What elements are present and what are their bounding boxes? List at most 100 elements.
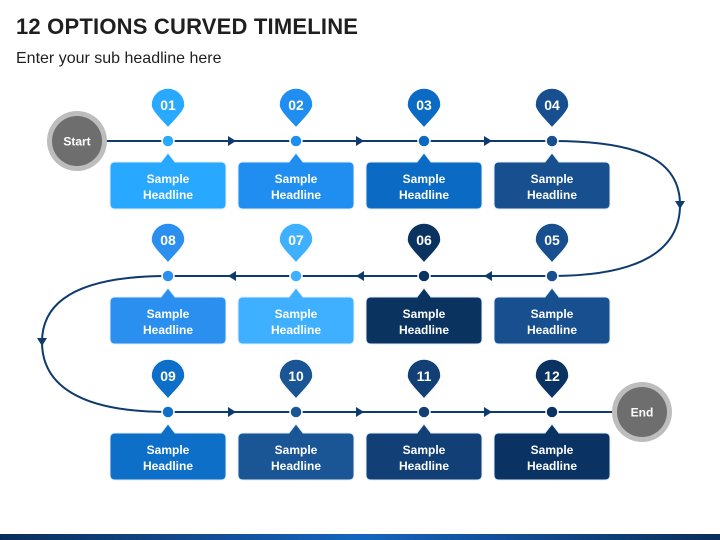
step-node-dot xyxy=(161,405,175,419)
step-number: 05 xyxy=(544,232,560,248)
step-headline-line2: Headline xyxy=(143,323,193,337)
step-pin-marker xyxy=(278,222,314,265)
step-pin-marker xyxy=(406,222,442,265)
step-headline-line2: Headline xyxy=(399,459,449,473)
step-number: 11 xyxy=(417,368,432,384)
step-headline-box xyxy=(237,423,355,481)
page-title: 12 OPTIONS CURVED TIMELINE xyxy=(16,14,359,39)
step-number: 06 xyxy=(416,232,432,248)
step-headline-line2: Headline xyxy=(271,323,321,337)
step-node-dot xyxy=(545,134,559,148)
step-pin-marker xyxy=(150,87,186,130)
step-node-dot xyxy=(289,134,303,148)
step-pin-marker xyxy=(534,222,570,265)
step-headline-line2: Headline xyxy=(399,323,449,337)
page-subtitle: Enter your sub headline here xyxy=(16,50,222,67)
step-headline-box xyxy=(493,287,611,345)
step-node-dot xyxy=(417,405,431,419)
step-number: 03 xyxy=(416,97,432,113)
step-pin-marker xyxy=(534,358,570,401)
step-headline-line1: Sample xyxy=(275,172,318,186)
step-pin-marker xyxy=(278,87,314,130)
end-cap[interactable]: End xyxy=(612,382,672,442)
path-arrow-icon xyxy=(228,407,236,417)
step-headline-line1: Sample xyxy=(403,443,446,457)
step-headline-line2: Headline xyxy=(143,188,193,202)
path-arrow-icon xyxy=(484,407,492,417)
step-pin-marker xyxy=(406,87,442,130)
step-headline-line1: Sample xyxy=(531,172,574,186)
step-number: 09 xyxy=(160,368,176,384)
step-pin-marker xyxy=(406,358,442,401)
step-headline-line2: Headline xyxy=(271,188,321,202)
start-cap-fill xyxy=(52,116,102,166)
path-arrow-icon xyxy=(484,271,492,281)
path-arrow-icon xyxy=(675,201,685,209)
step-headline-line2: Headline xyxy=(143,459,193,473)
timeline-steps: 01SampleHeadline02SampleHeadline03Sample… xyxy=(109,87,611,481)
step-headline-line1: Sample xyxy=(147,307,190,321)
step-headline-box xyxy=(493,423,611,481)
step-headline-box xyxy=(365,287,483,345)
step-headline-box xyxy=(109,152,227,210)
step-headline-box xyxy=(365,152,483,210)
step-node-dot xyxy=(417,134,431,148)
bottom-accent-bar xyxy=(0,534,720,540)
step-number: 01 xyxy=(160,97,176,113)
step-pin-marker xyxy=(150,222,186,265)
step-headline-line1: Sample xyxy=(147,172,190,186)
step-headline-line1: Sample xyxy=(147,443,190,457)
step-headline-line1: Sample xyxy=(275,443,318,457)
path-arrow-icon xyxy=(356,136,364,146)
step-headline-box xyxy=(493,152,611,210)
step-headline-line2: Headline xyxy=(527,459,577,473)
step-node-dot xyxy=(289,405,303,419)
step-node-dot xyxy=(417,269,431,283)
step-headline-line2: Headline xyxy=(527,323,577,337)
step-pin-marker xyxy=(534,87,570,130)
step-headline-box xyxy=(237,287,355,345)
path-arrow-icon xyxy=(228,136,236,146)
step-node-dot xyxy=(289,269,303,283)
step-node-dot xyxy=(545,269,559,283)
step-number: 07 xyxy=(288,232,304,248)
step-number: 08 xyxy=(160,232,176,248)
step-pin-marker xyxy=(150,358,186,401)
step-headline-line2: Headline xyxy=(527,188,577,202)
path-arrow-icon xyxy=(228,271,236,281)
path-arrow-icon xyxy=(37,338,47,346)
step-headline-line1: Sample xyxy=(403,307,446,321)
step-headline-box xyxy=(365,423,483,481)
path-arrow-icon xyxy=(484,136,492,146)
step-node-dot xyxy=(161,134,175,148)
step-headline-box xyxy=(237,152,355,210)
step-headline-box xyxy=(109,287,227,345)
path-arrow-icon xyxy=(356,271,364,281)
step-headline-line1: Sample xyxy=(531,307,574,321)
step-number: 10 xyxy=(288,368,304,384)
step-pin-marker xyxy=(278,358,314,401)
step-number: 12 xyxy=(544,368,560,384)
step-node-dot xyxy=(161,269,175,283)
step-headline-line1: Sample xyxy=(403,172,446,186)
path-arrows xyxy=(37,136,685,417)
start-label: Start xyxy=(63,135,90,149)
start-cap[interactable]: Start xyxy=(47,111,107,171)
step-node-dot xyxy=(545,405,559,419)
step-number: 04 xyxy=(544,97,560,113)
path-arrow-icon xyxy=(356,407,364,417)
end-label: End xyxy=(631,406,654,420)
